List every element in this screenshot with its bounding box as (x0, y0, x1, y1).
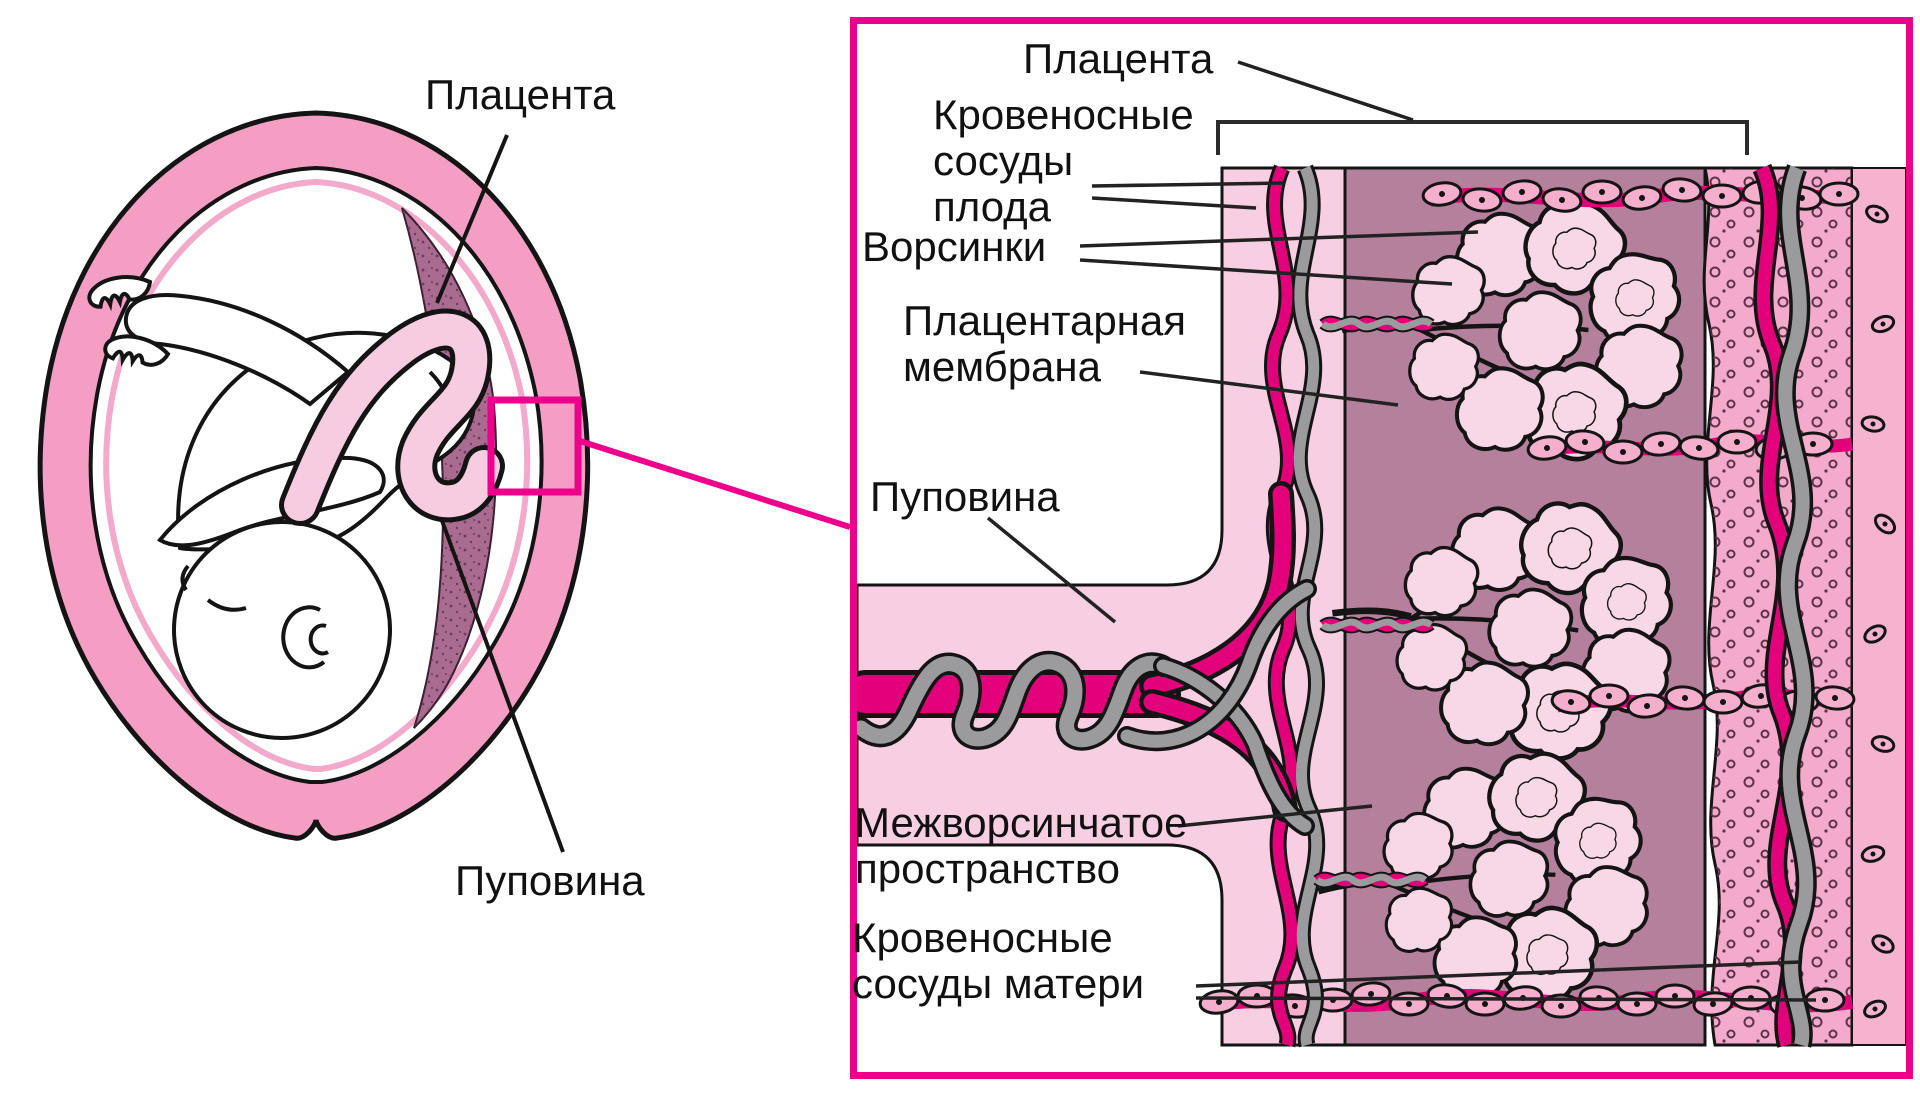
placenta-detail-panel (850, 17, 1913, 1079)
maternal-blood-band (1851, 167, 1906, 1046)
maternal-vessels-line-1: Кровеносные (852, 914, 1113, 961)
left-placenta-label: Плацента (425, 71, 616, 118)
umbilical-cord-detail (857, 481, 1317, 836)
fetal-vessels-vertical (1264, 164, 1326, 1048)
placenta-bracket (1216, 120, 1749, 155)
leader-placenta-left (435, 134, 509, 304)
membrane-line-2: мембрана (903, 343, 1101, 390)
uterus-fetus-figure (37, 110, 850, 853)
panel-leader-lines (986, 60, 1817, 1002)
panel-cord-label: Пуповина (870, 473, 1060, 520)
panel-villi-label: Ворсинки (862, 223, 1047, 270)
amnion-membrane-line (103, 178, 531, 772)
fetal-vessels-line-3: плода (933, 183, 1052, 230)
chorion-plate-and-cord-corridor (857, 166, 1347, 1047)
leader-cord-left (439, 517, 565, 853)
umbilical-cord (279, 308, 505, 526)
membrane-line-1: Плацентарная (903, 297, 1186, 344)
intervillous-line-1: Межворсинчатое (855, 799, 1188, 846)
intervillous-line-2: пространство (855, 845, 1121, 892)
panel-intervillous-label: Межворсинчатое пространство (855, 800, 1187, 892)
zoom-box (487, 396, 582, 496)
panel-fetal-vessels-label: Кровеносные сосуды плода (933, 92, 1194, 230)
panel-maternal-vessels-label: Кровеносные сосуды матери (852, 915, 1144, 1007)
left-cord-label: Пуповина (455, 857, 645, 904)
panel-membrane-label: Плацентарная мембрана (903, 298, 1186, 390)
fetal-vessels-line-2: сосуды (933, 137, 1074, 184)
zoom-wedge-line (579, 438, 850, 530)
maternal-vessels (1752, 163, 1817, 1048)
placenta-detail-illustration (857, 60, 1906, 1048)
panel-placenta-label: Плацента (1023, 35, 1214, 82)
fetal-vessels-line-1: Кровеносные (933, 91, 1194, 138)
maternal-vessels-line-2: сосуды матери (852, 960, 1145, 1007)
